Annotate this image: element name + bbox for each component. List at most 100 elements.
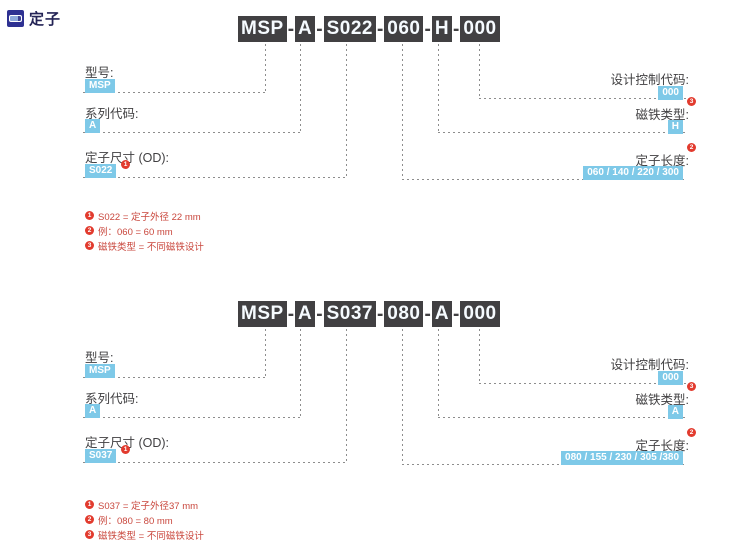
field-label-magnet: 磁铁类型: [635,393,689,407]
footnotes: 1 S022 = 定子外径 22 mm 2 例：060 = 60 mm 3 磁铁… [85,208,204,253]
field-value-size: S037 [85,449,117,463]
model-code-title: MSP - A - S022 - 060 - H - 000 [238,16,500,42]
code-segment-magnet: H [431,16,453,42]
page-header: 定子 [7,8,61,29]
field-label-size: 定子尺寸 (OD): [85,151,170,165]
code-separator: - [376,303,384,325]
code-separator: - [424,18,431,40]
code-segment-length: 060 [384,16,424,42]
connector-line [83,417,300,418]
connector-line [346,329,347,462]
field-value-magnet: A [667,405,683,419]
field-label-magnet: 磁铁类型: [635,108,689,122]
connector-line [83,462,346,463]
footnote: 1 S022 = 定子外径 22 mm [85,208,204,223]
footnote-text: 例：060 = 60 mm [98,226,173,238]
footnote-marker: 2 [85,515,94,524]
connector-line [83,177,346,178]
footnotes: 1 S037 = 定子外径37 mm 2 例：080 = 80 mm 3 磁铁类… [85,497,204,540]
field-label-length: 定子长度: [635,439,689,453]
footnote-marker: 3 [85,530,94,539]
field-value-design: 000 [658,371,683,385]
footnote: 3 磁铁类型 = 不同磁铁设计 [85,527,204,540]
field-value-series: A [85,119,101,133]
connector-line [438,417,687,418]
field-value-model: MSP [85,364,115,378]
footnote-marker: 1 [85,500,94,509]
field-label-design: 设计控制代码: [610,73,689,87]
connector-line [83,132,300,133]
field-value-model: MSP [85,79,115,93]
footnote-text: S022 = 定子外径 22 mm [98,211,201,223]
code-separator: - [376,18,384,40]
connector-line [265,44,266,92]
footnote: 2 例：060 = 60 mm [85,223,204,238]
note-ref-3: 3 [687,97,696,106]
field-value-length: 080 / 155 / 230 / 305 /380 [561,451,683,465]
model-code-title: MSP - A - S037 - 080 - A - 000 [238,301,500,327]
footnote-text: 例：080 = 80 mm [98,515,173,527]
connector-line [438,132,687,133]
field-label-size: 定子尺寸 (OD): [85,436,170,450]
code-segment-model: MSP [238,16,287,42]
code-separator: - [316,303,323,325]
code-segment-series: A [295,301,316,327]
field-label-length: 定子长度: [635,154,689,168]
connector-line [265,329,266,377]
code-segment-size: S022 [323,16,376,42]
footnote: 1 S037 = 定子外径37 mm [85,497,204,512]
connector-line [402,464,687,465]
field-value-design: 000 [658,86,683,100]
code-breakdown-diagram-1: MSP - A - S022 - 060 - H - 000 型号: MSP 系… [83,16,696,253]
field-label-series: 系列代码: [85,392,139,406]
code-separator: - [287,18,295,40]
field-label-model: 型号: [85,66,114,80]
footnote-text: S037 = 定子外径37 mm [98,500,199,512]
connector-line [300,329,301,417]
footnote-text: 磁铁类型 = 不同磁铁设计 [98,241,204,253]
code-separator: - [287,303,295,325]
footnote-marker: 1 [85,211,94,220]
code-segment-design: 000 [460,16,500,42]
connector-line [402,44,403,179]
footnote-marker: 3 [85,241,94,250]
footnote-marker: 2 [85,226,94,235]
field-label-series: 系列代码: [85,107,139,121]
code-segment-magnet: A [431,301,453,327]
footnote: 2 例：080 = 80 mm [85,512,204,527]
connector-line [402,179,687,180]
stator-icon [7,10,24,27]
field-value-length: 060 / 140 / 220 / 300 [583,166,683,180]
code-separator: - [453,18,460,40]
connector-line [402,329,403,464]
footnote: 3 磁铁类型 = 不同磁铁设计 [85,238,204,253]
connector-line [300,44,301,132]
connector-line [83,92,265,93]
page-title: 定子 [29,11,62,28]
code-segment-model: MSP [238,301,287,327]
note-ref-2: 2 [687,143,696,152]
field-value-series: A [85,404,101,418]
code-separator: - [316,18,323,40]
code-separator: - [424,303,431,325]
connector-line [83,377,265,378]
field-label-design: 设计控制代码: [610,358,689,372]
connector-line [479,44,480,98]
note-ref-3: 3 [687,382,696,391]
connector-line [479,98,687,99]
field-value-magnet: H [667,120,683,134]
code-segment-size: S037 [323,301,376,327]
connector-line [438,44,439,132]
field-value-size: S022 [85,164,117,178]
connector-line [346,44,347,177]
code-separator: - [453,303,460,325]
connector-line [438,329,439,417]
code-segment-series: A [295,16,316,42]
connector-line [479,383,687,384]
code-segment-design: 000 [460,301,500,327]
note-ref-1: 1 [121,445,130,454]
note-ref-1: 1 [121,160,130,169]
code-breakdown-diagram-2: MSP - A - S037 - 080 - A - 000 型号: MSP 系… [0,285,729,540]
code-segment-length: 080 [384,301,424,327]
